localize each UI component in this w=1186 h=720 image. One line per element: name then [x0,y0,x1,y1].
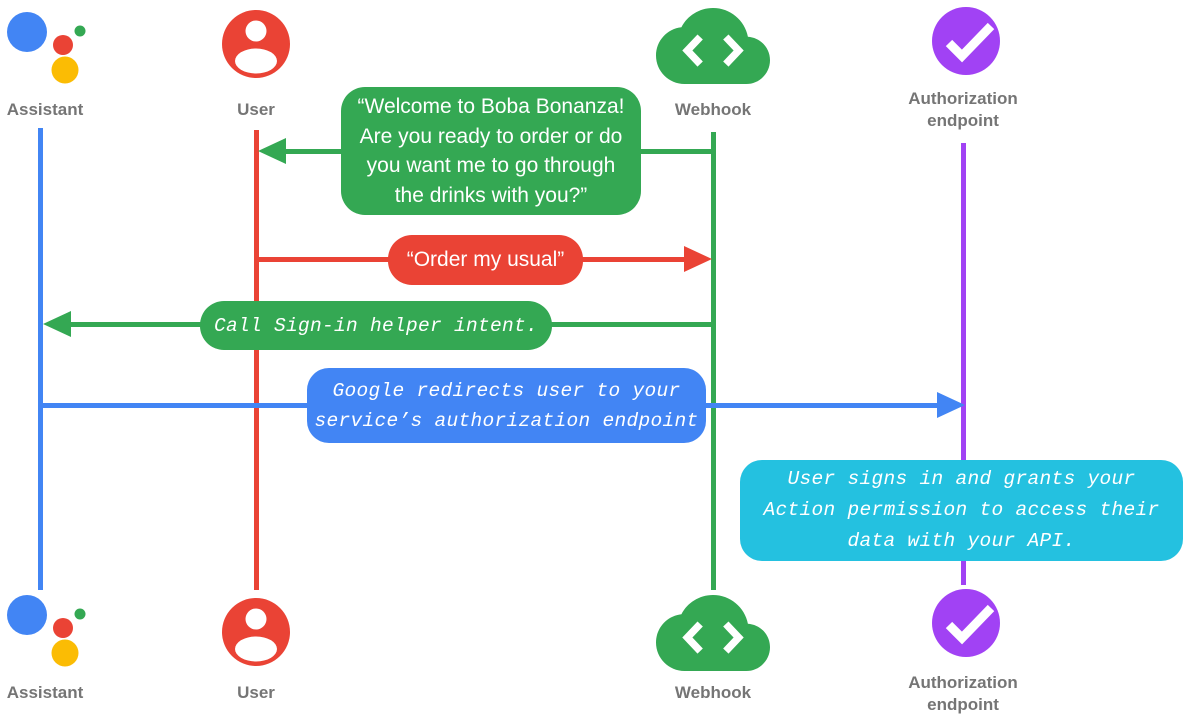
message-line: Google redirects user to your [332,379,681,402]
note-line: Action permission to access their [763,499,1160,521]
arrowhead-right-icon [937,392,965,418]
message-redirect: Google redirects user to your service’s … [307,368,706,443]
person-body [235,48,277,74]
authorization-endpoint-icon [932,7,1000,75]
user-lifeline [254,130,259,590]
actor-label-authorization-endpoint: Authorization endpoint [908,89,1018,130]
checkmark-icon [945,604,995,645]
code-brackets-icon [682,621,744,654]
message-line: “Welcome to Boba Bonanza! [357,95,625,118]
person-head [245,608,267,630]
actor-label-user: User [237,683,275,702]
message-order-bubble: “Order my usual” [388,235,583,285]
note-line: User signs in and grants your [787,468,1136,490]
checkmark-icon [945,22,995,63]
code-brackets-icon [682,34,744,67]
user-icon [222,598,290,666]
actor-label-assistant: Assistant [6,100,84,119]
authorization-endpoint-lifeline [961,143,966,585]
actor-label-assistant: Assistant [6,683,84,702]
message-line: you want me to go through [366,154,616,177]
actor-label-user: User [237,100,275,119]
webhook-cloud-icon [656,595,770,671]
webhook-lifeline [711,132,716,590]
actor-label-webhook: Webhook [674,100,752,119]
message-line: Are you ready to order or do [359,124,623,148]
actor-label-webhook: Webhook [674,683,752,702]
note-line: data with your API. [847,530,1076,552]
message-signin-helper: Call Sign-in helper intent. [200,301,552,350]
message-line: service’s authorization endpoint [314,409,699,432]
message-line: “Order my usual” [406,248,565,272]
arrowhead-right-icon [684,246,712,272]
message-line: the drinks with you?” [394,183,588,207]
webhook-cloud-icon [656,8,770,84]
message-line: Call Sign-in helper intent. [213,314,539,337]
person-head [245,20,267,42]
actor-label-authorization-endpoint: Authorization endpoint [908,673,1018,714]
authorization-endpoint-icon [932,589,1000,657]
person-body [235,636,277,662]
google-assistant-logo-icon [7,12,86,84]
arrowhead-left-icon [43,311,71,337]
message-welcome-bubble: “Welcome to Boba Bonanza! Are you ready … [341,87,641,215]
google-assistant-logo-icon [7,595,86,667]
user-icon [222,10,290,78]
arrowhead-left-icon [258,138,286,164]
note-user-signs-in: User signs in and grants your Action per… [740,460,1183,561]
assistant-lifeline [38,128,43,590]
